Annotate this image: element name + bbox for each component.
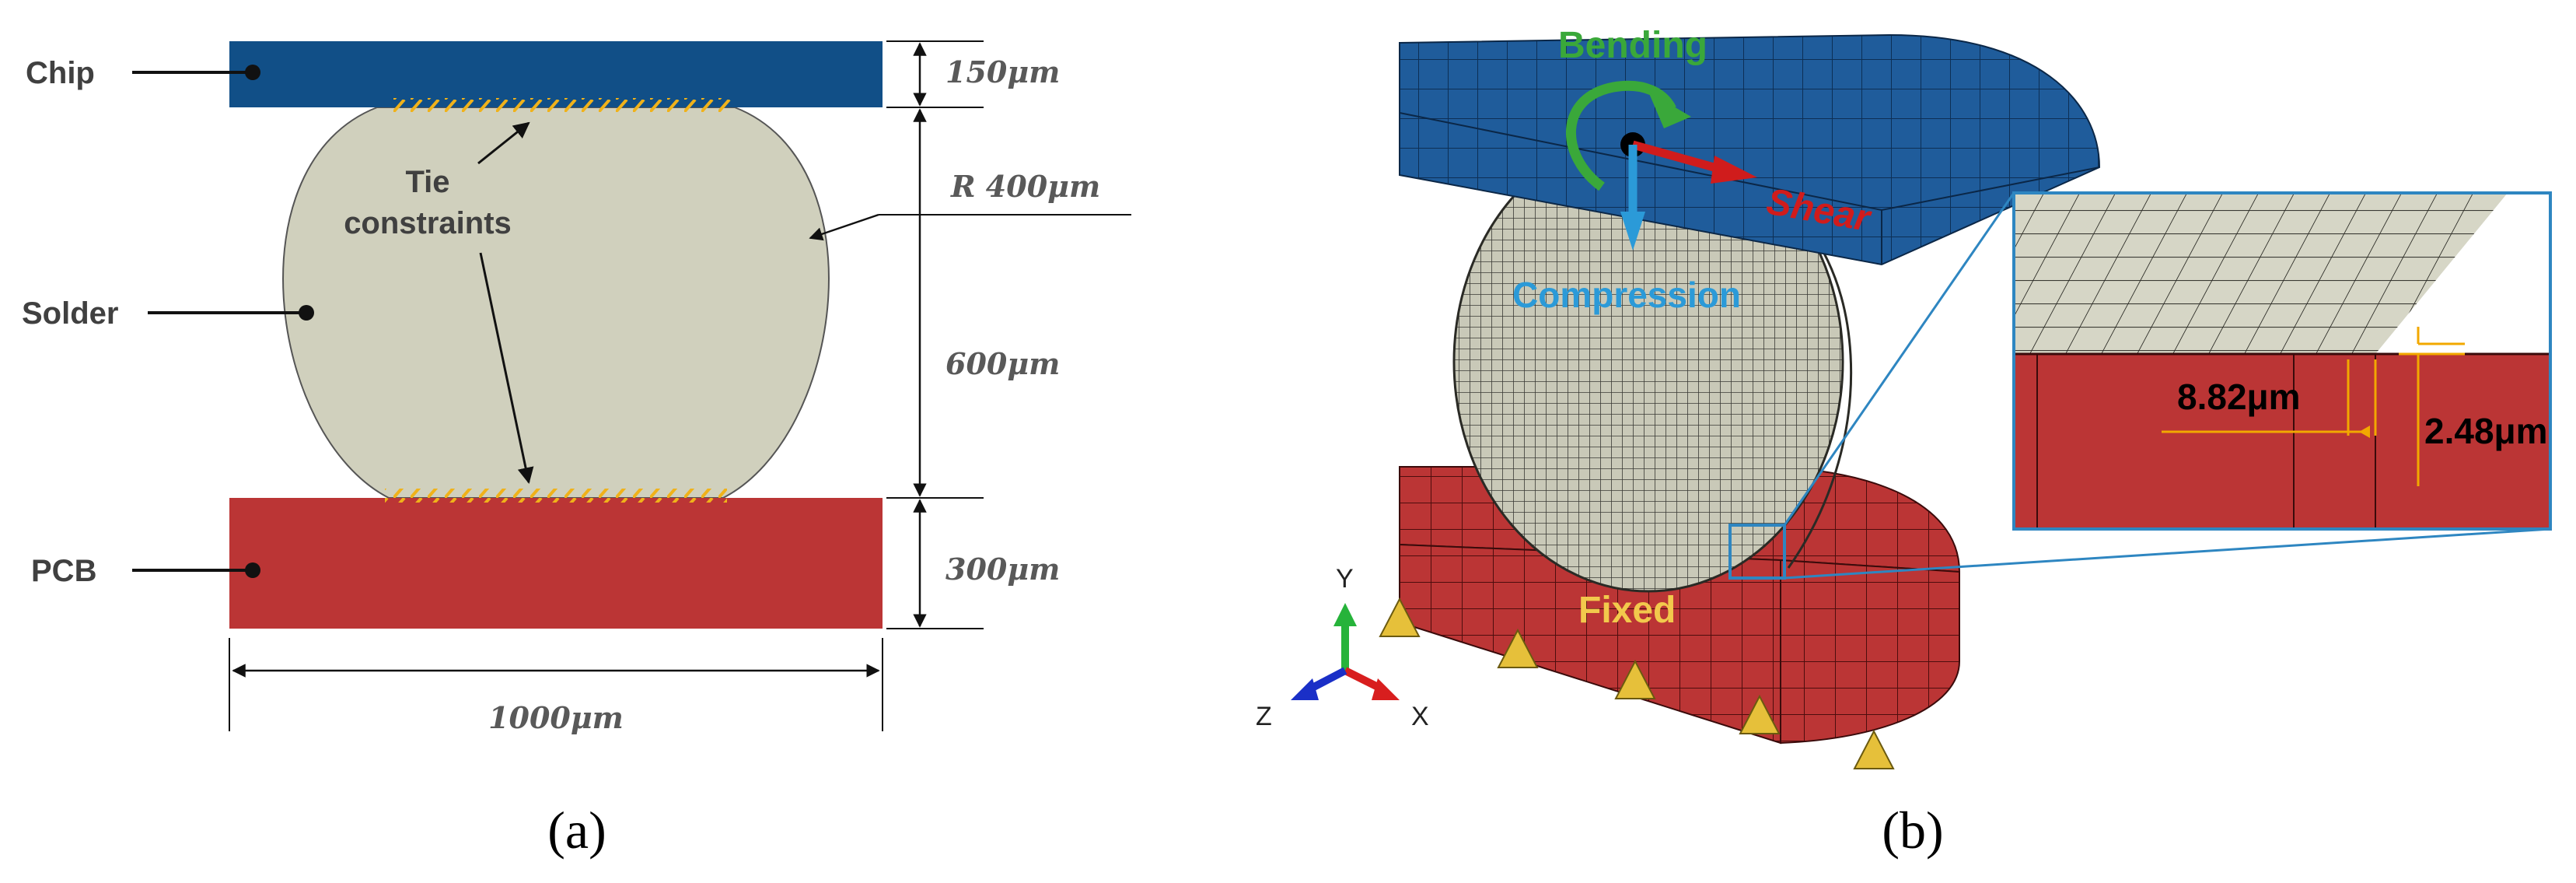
zoom-horizontal-dim: 8.82μm: [2177, 377, 2301, 417]
chip-label: Chip: [26, 56, 95, 90]
compression-label: Compression: [1512, 275, 1741, 315]
support-2: [1497, 628, 1539, 668]
panel-b: Bending Shear Compression Fixed Y X Z: [1256, 25, 2552, 860]
support-5: [1853, 729, 1895, 769]
support-1: [1379, 597, 1421, 637]
zoom-vertical-dim: 2.48μm: [2424, 411, 2548, 451]
shear-arrow: [1631, 140, 1724, 174]
tie-hatch-bottom: [385, 489, 727, 503]
zoom-frame: [2012, 191, 2552, 531]
pcb-pointer-dot: [245, 562, 260, 578]
solder-pointer-dot: [299, 305, 314, 321]
chip-pointer-dot: [245, 65, 260, 80]
pcb-mesh-side: [1780, 559, 1960, 745]
axis-y-label: Y: [1336, 564, 1354, 594]
width-dim: 1000μm: [488, 700, 624, 735]
support-4: [1739, 694, 1781, 734]
panel-a-caption: (a): [547, 801, 606, 860]
axis-x-label: X: [1411, 702, 1429, 731]
axis-z-label: Z: [1256, 702, 1272, 731]
support-3: [1614, 659, 1656, 699]
tie-hatch-top: [389, 98, 731, 112]
bending-arrow: [1565, 80, 1676, 191]
panel-b-caption: (b): [1882, 801, 1943, 860]
solder-height-dim: 600μm: [945, 346, 1060, 381]
chip-block: [229, 41, 883, 107]
fixed-label: Fixed: [1578, 590, 1676, 631]
pcb-block: [229, 498, 883, 629]
zoom-inset: [2014, 193, 2550, 529]
chip-mesh: [1399, 33, 2101, 266]
chip-thickness-dim: 150μm: [945, 54, 1060, 89]
zoom-source-box: [1728, 524, 1786, 580]
panel-a: Chip Solder PCB Tie constraints 150μm 60…: [22, 40, 1131, 860]
bending-label: Bending: [1558, 25, 1707, 66]
pcb-label: PCB: [31, 554, 96, 588]
tie-label-line2: constraints: [344, 206, 512, 240]
solder-ball: [282, 107, 830, 499]
pcb-thickness-dim: 300μm: [945, 552, 1060, 587]
radius-dim: R 400μm: [950, 169, 1100, 204]
solder-label: Solder: [22, 296, 118, 331]
tie-label-line1: Tie: [405, 165, 449, 199]
